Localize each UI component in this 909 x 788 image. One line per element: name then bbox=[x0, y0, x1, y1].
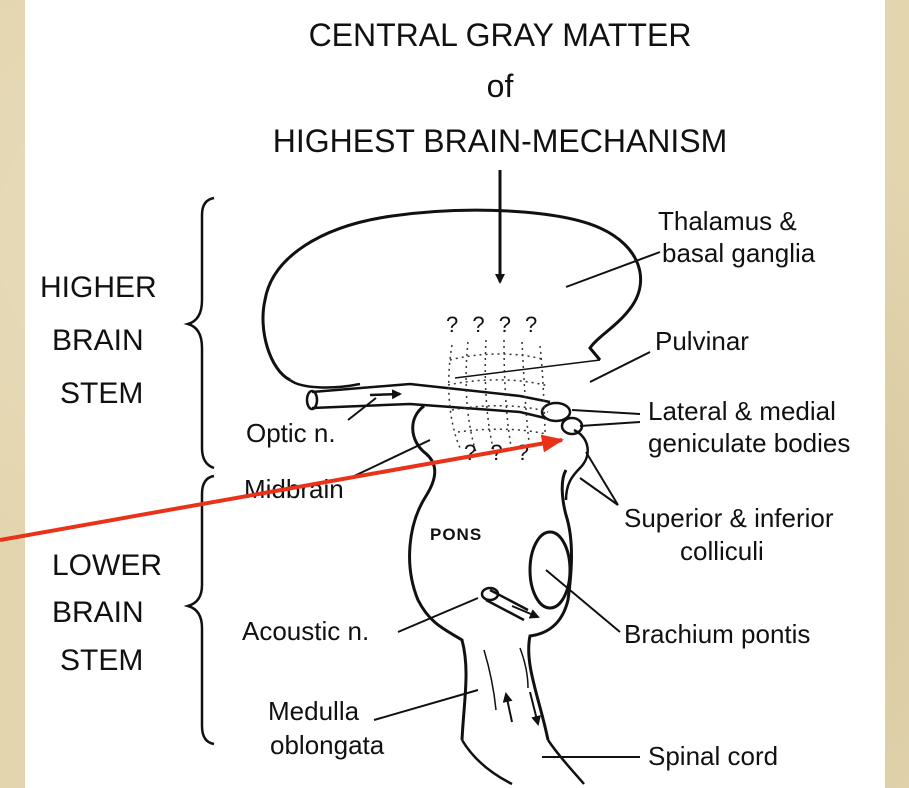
spinal-cord-label: Spinal cord bbox=[648, 741, 778, 771]
higher-brain-stem-brace bbox=[188, 198, 214, 468]
central-gray-dotted-region bbox=[448, 340, 548, 452]
medulla-label-2: oblongata bbox=[270, 730, 385, 760]
medulla-label-1: Medulla bbox=[268, 696, 360, 726]
higher-label-1: HIGHER bbox=[40, 271, 157, 304]
lower-label-2: BRAIN bbox=[52, 596, 144, 629]
thalamus-leader bbox=[566, 252, 660, 287]
medulla-bottom-right bbox=[548, 740, 584, 784]
thalamus-label-1: Thalamus & bbox=[658, 206, 797, 236]
optic-nerve-end bbox=[307, 391, 317, 409]
optic-label: Optic n. bbox=[246, 418, 336, 448]
pulvinar-leader-2 bbox=[455, 360, 600, 378]
acoustic-nerve bbox=[486, 590, 528, 620]
higher-label-2: BRAIN bbox=[52, 324, 144, 357]
acoustic-label: Acoustic n. bbox=[242, 616, 369, 646]
colliculi-outline bbox=[566, 430, 588, 500]
geniculate-label-1: Lateral & medial bbox=[648, 396, 836, 426]
pons-label: PONS bbox=[430, 525, 482, 544]
optic-nerve bbox=[312, 384, 550, 418]
colliculi-label-1: Superior & inferior bbox=[624, 503, 834, 533]
geniculate-body-medial bbox=[562, 418, 582, 434]
title-line-1: CENTRAL GRAY MATTER bbox=[309, 17, 692, 53]
colliculi-leader-1 bbox=[586, 452, 618, 505]
thalamus-lower-contour bbox=[290, 380, 360, 387]
optic-leader bbox=[348, 398, 376, 420]
question-marks-top: ? ? ? ? bbox=[446, 312, 541, 337]
medulla-bottom-left bbox=[462, 740, 512, 784]
title-line-2: of bbox=[487, 68, 514, 104]
acoustic-leader bbox=[398, 598, 478, 632]
pulvinar-label: Pulvinar bbox=[655, 326, 749, 356]
geniculate-leader-1 bbox=[572, 410, 640, 414]
lower-label-3: STEM bbox=[60, 644, 143, 677]
brachium-pontis-shape bbox=[530, 532, 570, 608]
brachium-label: Brachium pontis bbox=[624, 619, 810, 649]
higher-label-3: STEM bbox=[60, 377, 143, 410]
colliculi-leader-2 bbox=[580, 478, 618, 505]
lower-label-1: LOWER bbox=[52, 549, 162, 582]
optic-arrow bbox=[370, 394, 400, 395]
geniculate-leader-2 bbox=[580, 422, 640, 426]
colliculi-label-2: colliculi bbox=[680, 536, 764, 566]
stem-left-outline bbox=[410, 406, 466, 740]
stem-right-outline bbox=[529, 470, 572, 740]
medulla-texture bbox=[484, 648, 528, 710]
title-line-3: HIGHEST BRAIN-MECHANISM bbox=[273, 123, 728, 159]
medulla-up-arrow bbox=[506, 694, 512, 722]
thalamus-outline bbox=[263, 210, 641, 380]
thalamus-label-2: basal ganglia bbox=[662, 238, 816, 268]
geniculate-label-2: geniculate bodies bbox=[648, 428, 850, 458]
lower-brain-stem-brace bbox=[188, 476, 214, 744]
